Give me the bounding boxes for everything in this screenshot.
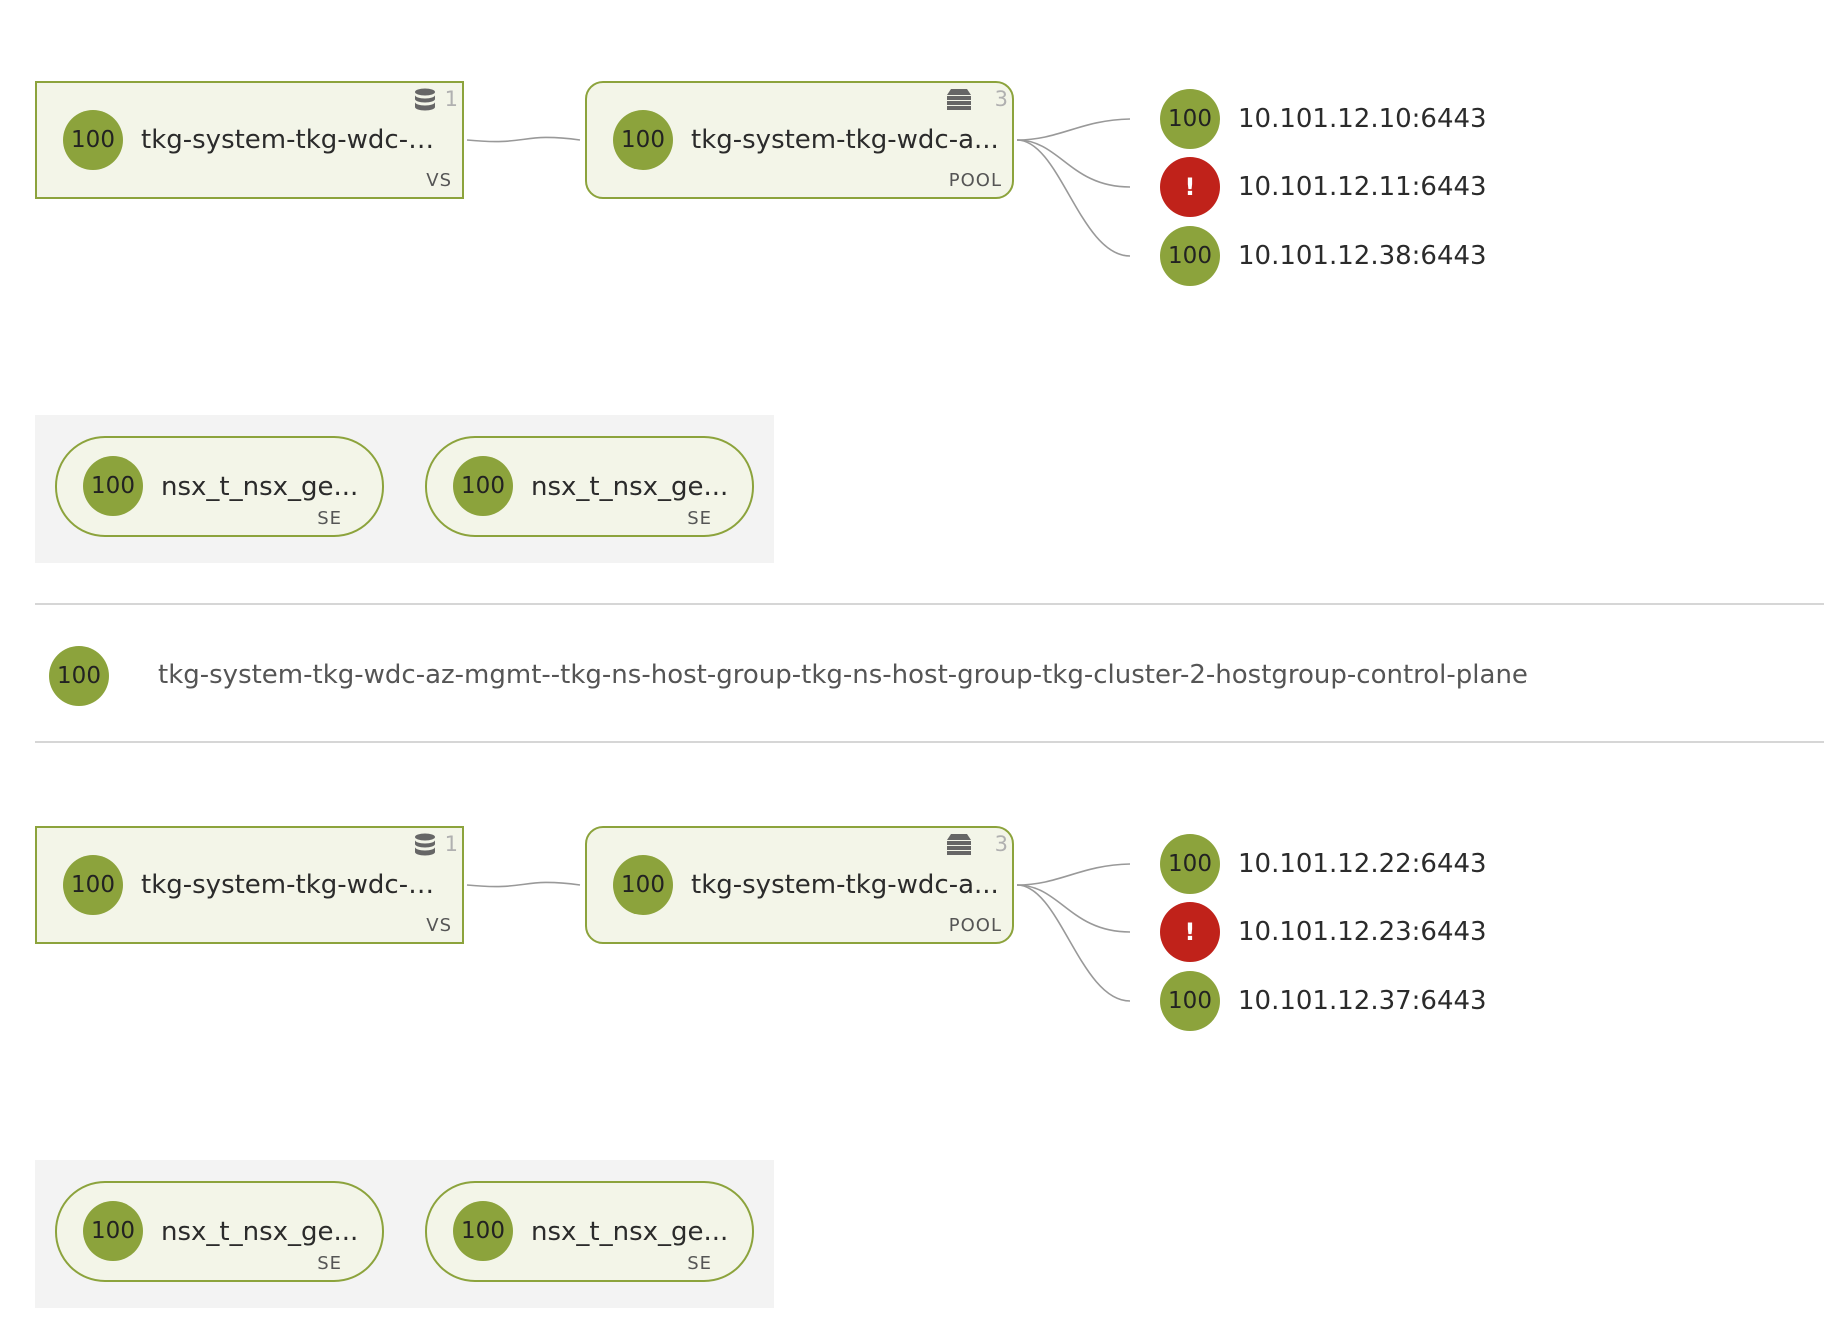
node-type-label: VS (426, 915, 452, 936)
member-count: 3 (994, 87, 1008, 111)
database-icon (415, 88, 435, 111)
service-engine-node[interactable]: 100 nsx_t_nsx_ge... SE (425, 436, 754, 537)
health-score-badge: 100 (613, 855, 673, 915)
pool-member[interactable]: 100 10.101.12.37:6443 (1160, 971, 1560, 1033)
member-address[interactable]: 10.101.12.22:6443 (1238, 849, 1487, 879)
health-score-badge: 100 (1160, 89, 1220, 149)
health-score-badge: 100 (83, 1201, 143, 1261)
health-score-badge: 100 (1160, 834, 1220, 894)
instance-count: 1 (444, 832, 458, 856)
node-type-label: SE (317, 1253, 342, 1274)
service-engine-name[interactable]: nsx_t_nsx_ge... (531, 472, 729, 502)
member-address[interactable]: 10.101.12.10:6443 (1238, 104, 1487, 134)
service-engine-node[interactable]: 100 nsx_t_nsx_ge... SE (55, 436, 384, 537)
pool-member[interactable]: 100 10.101.12.38:6443 (1160, 226, 1560, 288)
virtual-service-node[interactable]: 100 tkg-system-tkg-wdc-a... 1 VS (35, 826, 464, 944)
health-score-badge: 100 (63, 110, 123, 170)
health-score-badge: 100 (49, 646, 109, 706)
health-score-badge: 100 (1160, 226, 1220, 286)
instance-count: 1 (444, 87, 458, 111)
database-icon (415, 833, 435, 856)
host-group-name[interactable]: tkg-system-tkg-wdc-az-mgmt--tkg-ns-host-… (158, 660, 1528, 690)
member-address[interactable]: 10.101.12.23:6443 (1238, 917, 1487, 947)
server-stack-icon (947, 834, 971, 855)
topology-graph-1: 100 tkg-system-tkg-wdc-a... 1 VS 100 tkg… (0, 0, 1824, 563)
health-score-badge: 100 (83, 456, 143, 516)
error-alert-icon: ! (1160, 902, 1220, 962)
service-engine-name[interactable]: nsx_t_nsx_ge... (531, 1217, 729, 1247)
member-address[interactable]: 10.101.12.38:6443 (1238, 241, 1487, 271)
pool-member[interactable]: ! 10.101.12.11:6443 (1160, 157, 1560, 219)
pool-node[interactable]: 100 tkg-system-tkg-wdc-a... 3 POOL (585, 81, 1014, 199)
service-engine-node[interactable]: 100 nsx_t_nsx_ge... SE (55, 1181, 384, 1282)
health-score-badge: 100 (613, 110, 673, 170)
service-engine-node[interactable]: 100 nsx_t_nsx_ge... SE (425, 1181, 754, 1282)
service-engine-group: 100 nsx_t_nsx_ge... SE 100 nsx_t_nsx_ge.… (35, 415, 774, 563)
node-type-label: POOL (948, 915, 1002, 936)
virtual-service-name[interactable]: tkg-system-tkg-wdc-a... (141, 870, 441, 900)
server-stack-icon (947, 89, 971, 110)
health-score-badge: 100 (453, 456, 513, 516)
virtual-service-name[interactable]: tkg-system-tkg-wdc-a... (141, 125, 441, 155)
node-type-label: VS (426, 170, 452, 191)
pool-member[interactable]: 100 10.101.12.10:6443 (1160, 89, 1560, 151)
service-engine-name[interactable]: nsx_t_nsx_ge... (161, 1217, 359, 1247)
health-score-badge: 100 (453, 1201, 513, 1261)
pool-name[interactable]: tkg-system-tkg-wdc-a... (691, 870, 999, 900)
member-address[interactable]: 10.101.12.37:6443 (1238, 986, 1487, 1016)
virtual-service-node[interactable]: 100 tkg-system-tkg-wdc-a... 1 VS (35, 81, 464, 199)
member-address[interactable]: 10.101.12.11:6443 (1238, 172, 1487, 202)
node-type-label: SE (687, 1253, 712, 1274)
service-engine-name[interactable]: nsx_t_nsx_ge... (161, 472, 359, 502)
pool-name[interactable]: tkg-system-tkg-wdc-a... (691, 125, 999, 155)
error-alert-icon: ! (1160, 157, 1220, 217)
node-type-label: SE (317, 508, 342, 529)
host-group-row[interactable]: 100 tkg-system-tkg-wdc-az-mgmt--tkg-ns-h… (35, 603, 1824, 743)
health-score-badge: 100 (1160, 971, 1220, 1031)
node-type-label: SE (687, 508, 712, 529)
health-score-badge: 100 (63, 855, 123, 915)
member-count: 3 (994, 832, 1008, 856)
pool-member[interactable]: ! 10.101.12.23:6443 (1160, 902, 1560, 964)
pool-member[interactable]: 100 10.101.12.22:6443 (1160, 834, 1560, 896)
connector-lines (466, 863, 1131, 1002)
pool-node[interactable]: 100 tkg-system-tkg-wdc-a... 3 POOL (585, 826, 1014, 944)
connector-lines (466, 118, 1131, 257)
service-engine-group: 100 nsx_t_nsx_ge... SE 100 nsx_t_nsx_ge.… (35, 1160, 774, 1308)
node-type-label: POOL (948, 170, 1002, 191)
topology-graph-2: 100 tkg-system-tkg-wdc-a... 1 VS 100 tkg… (0, 745, 1824, 1308)
